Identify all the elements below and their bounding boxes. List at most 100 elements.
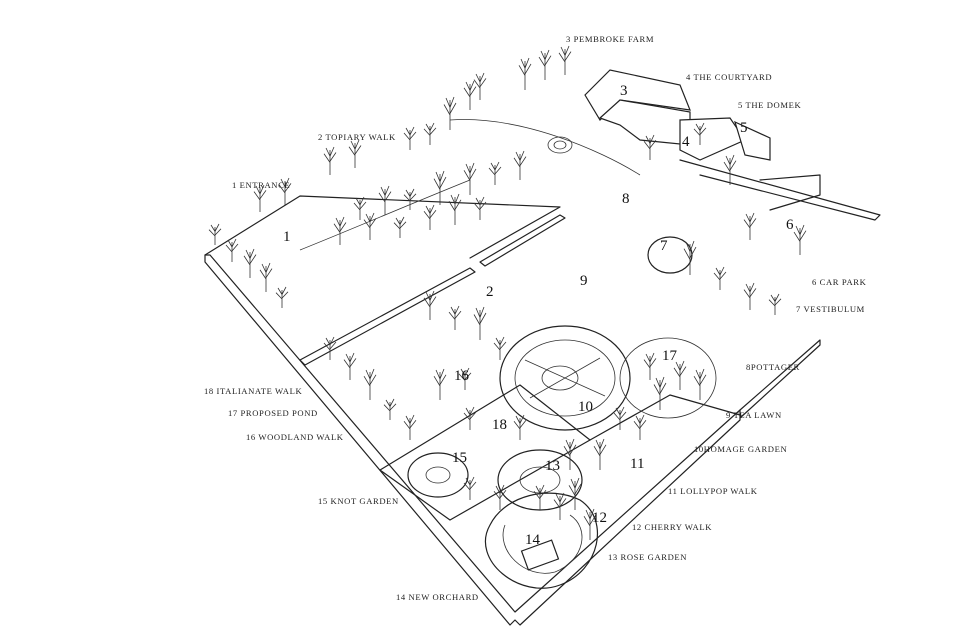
tree-sketch [363, 368, 377, 400]
tree-sketch [538, 49, 552, 80]
tree-sketch [693, 368, 707, 400]
label-cherry-walk: 12 CHERRY WALK [632, 522, 713, 532]
tree-sketch [493, 336, 507, 360]
tree-sketch [343, 352, 357, 380]
tree-sketch [473, 72, 487, 100]
tree-sketch [713, 266, 727, 290]
tree-sketch [383, 398, 397, 420]
label-knot-garden: 15 KNOT GARDEN [318, 496, 399, 506]
tree-sketch [403, 414, 417, 440]
tree-sketch [768, 293, 782, 315]
tree-sketch [423, 122, 437, 145]
label-woodland-walk: 16 WOODLAND WALK [246, 432, 344, 442]
tree-sketch [533, 484, 547, 510]
tree-sketch [488, 161, 502, 185]
marker-3: 3 [620, 83, 628, 99]
car-park-wall-2 [759, 174, 821, 211]
marker-11: 11 [630, 456, 645, 472]
marker-17: 17 [662, 348, 677, 364]
tree-sketch [463, 406, 477, 430]
pembroke-farm-buildings [584, 69, 771, 161]
inner-wall-2 [479, 214, 566, 267]
label-homage-garden: 10HOMAGE GARDEN [694, 444, 788, 454]
tree-sketch [463, 80, 477, 110]
tree-sketch [493, 484, 507, 510]
tree-sketch [743, 282, 757, 310]
marker-9: 9 [580, 273, 588, 289]
tree-sketch [518, 57, 532, 90]
tree-sketch [393, 216, 407, 238]
label-new-orchard: 14 NEW ORCHARD [396, 592, 479, 602]
tree-sketch [378, 185, 392, 215]
marker-2: 2 [486, 284, 494, 300]
label-pembroke-farm: 3 PEMBROKE FARM [566, 34, 655, 44]
label-lollypop-walk: 11 LOLLYPOP WALK [668, 486, 758, 496]
inner-wall-1 [299, 267, 476, 366]
tree-sketch [513, 414, 527, 440]
tree-sketch [225, 238, 239, 262]
marker-4: 4 [682, 134, 690, 150]
label-rose-garden: 13 ROSE GARDEN [608, 552, 688, 562]
tree-sketch [723, 154, 737, 185]
marker-7: 7 [660, 238, 668, 254]
tree-sketch [323, 146, 337, 175]
label-proposed-pond: 17 PROPOSED POND [228, 408, 318, 418]
marker-16: 16 [454, 368, 469, 384]
tree-sketch [693, 122, 707, 145]
tree-sketch [403, 188, 417, 210]
vestibulum-drawing [647, 236, 693, 274]
tree-sketch [593, 438, 607, 470]
car-park-wall [679, 159, 881, 221]
tree-sketch [683, 240, 697, 275]
tree-sketch [743, 212, 757, 240]
tree-sketch [643, 134, 657, 160]
tree-sketch [463, 162, 477, 195]
label-tea-lawn: 9 TEA LAWN [726, 410, 782, 420]
tree-sketch [563, 438, 577, 470]
tree-sketch [363, 212, 377, 240]
tree-sketch [323, 336, 337, 360]
label-car-park: 6 CAR PARK [812, 277, 867, 287]
marker-13: 13 [545, 458, 560, 474]
homage-garden-drawing [499, 325, 631, 431]
inner-wall-4 [589, 394, 741, 441]
tree-sketch [558, 45, 572, 75]
tree-sketch [433, 368, 447, 400]
tree-sketch [208, 223, 222, 245]
label-entrance: 1 ENTRANCE [232, 180, 291, 190]
label-courtyard: 4 THE COURTYARD [686, 72, 773, 82]
tree-sketch [353, 196, 367, 220]
tree-sketch [259, 262, 273, 292]
tree-sketch [423, 290, 437, 320]
east-wall [739, 339, 821, 419]
label-topiary-walk: 2 TOPIARY WALK [318, 132, 396, 142]
knot-garden-drawing [407, 452, 469, 498]
tree-sketch [553, 492, 567, 520]
tree-group [208, 45, 807, 540]
marker-10: 10 [578, 399, 593, 415]
tree-sketch [348, 139, 362, 168]
tree-sketch [643, 352, 657, 380]
tree-sketch [473, 306, 487, 340]
marker-8: 8 [622, 191, 630, 207]
tree-sketch [583, 508, 597, 540]
marker-1: 1 [283, 229, 291, 245]
label-vestibulum: 7 VESTIBULUM [796, 304, 865, 314]
outer-wall [204, 254, 741, 626]
tree-sketch [653, 376, 667, 410]
tree-sketch [463, 476, 477, 500]
new-orchard-path [484, 492, 598, 589]
label-italianate-walk: 18 ITALIANATE WALK [204, 386, 303, 396]
marker-15: 15 [452, 450, 467, 466]
label-domek: 5 THE DOMEK [738, 100, 802, 110]
tree-sketch [613, 406, 627, 430]
tree-sketch [673, 360, 687, 390]
tree-sketch [423, 204, 437, 230]
marker-5: 5 [740, 120, 748, 136]
outer-wall-top [204, 195, 561, 259]
tree-sketch [275, 286, 289, 308]
tree-sketch [633, 414, 647, 440]
tree-sketch [443, 96, 457, 130]
